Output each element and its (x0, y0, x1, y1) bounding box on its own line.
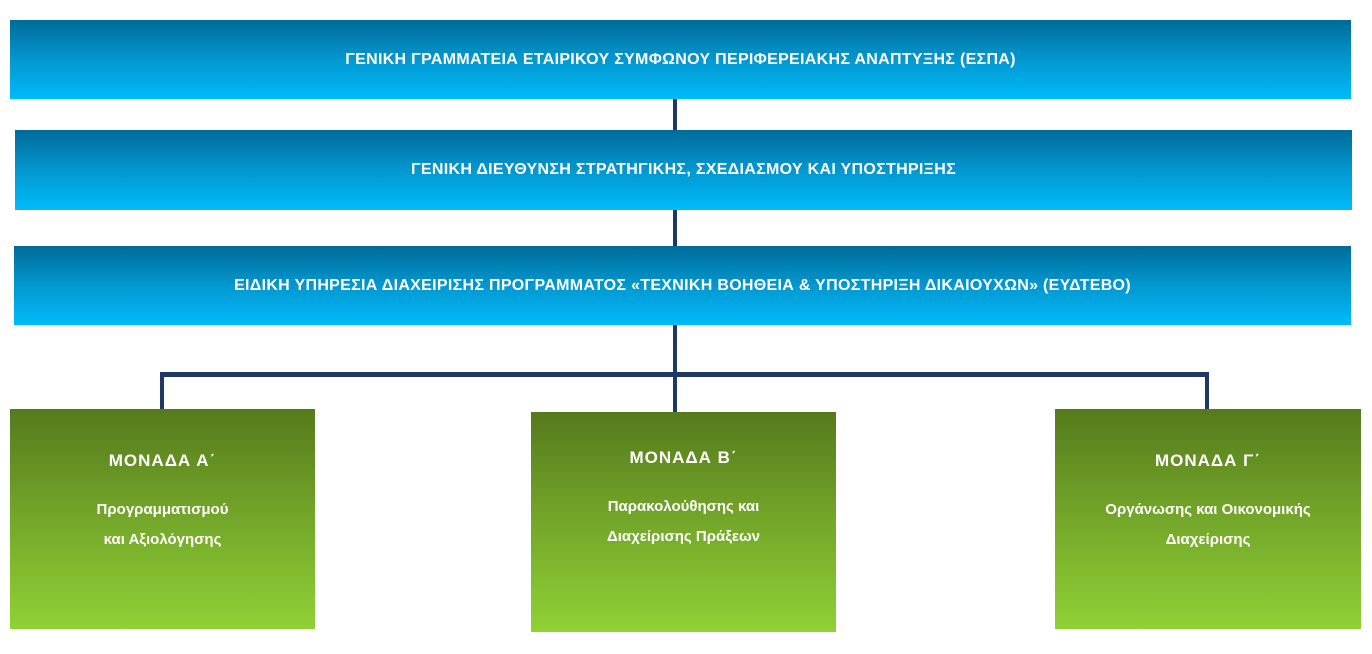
unit-description: Παρακολούθησης και Διαχείρισης Πράξεων (607, 492, 760, 552)
org-box-label: ΓΕΝΙΚΗ ΓΡΑΜΜΑΤΕΙΑ ΕΤΑΙΡΙΚΟΥ ΣΥΜΦΩΝΟΥ ΠΕΡ… (345, 50, 1016, 68)
unit-box-a: ΜΟΝΑΔΑ Α΄ Προγραμματισμού και Αξιολόγηση… (10, 409, 315, 629)
unit-desc-line: Διαχείρισης Πράξεων (606, 528, 761, 545)
org-box-label: ΕΙΔΙΚΗ ΥΠΗΡΕΣΙΑ ΔΙΑΧΕΙΡΙΣΗΣ ΠΡΟΓΡΑΜΜΑΤΟΣ… (234, 276, 1131, 294)
unit-desc-line: και Αξιολόγησης (103, 531, 222, 548)
connector-unit-c (1205, 372, 1209, 409)
unit-box-c: ΜΟΝΑΔΑ Γ΄ Οργάνωσης και Οικονομικής Διαχ… (1055, 409, 1361, 629)
unit-title: ΜΟΝΑΔΑ Α΄ (108, 451, 217, 470)
connector-level1-level2 (673, 99, 677, 130)
unit-desc-line: Προγραμματισμού (96, 501, 229, 518)
org-box-special-service: ΕΙΔΙΚΗ ΥΠΗΡΕΣΙΑ ΔΙΑΧΕΙΡΙΣΗΣ ΠΡΟΓΡΑΜΜΑΤΟΣ… (14, 246, 1351, 325)
unit-title: ΜΟΝΑΔΑ Γ΄ (1154, 451, 1262, 470)
unit-title: ΜΟΝΑΔΑ Β΄ (629, 448, 738, 467)
unit-desc-line: Παρακολούθησης και (607, 498, 760, 515)
unit-box-b: ΜΟΝΑΔΑ Β΄ Παρακολούθησης και Διαχείρισης… (531, 412, 836, 632)
unit-description: Οργάνωσης και Οικονομικής Διαχείρισης (1105, 495, 1310, 555)
connector-unit-a (160, 372, 164, 409)
unit-desc-line: Οργάνωσης και Οικονομικής (1105, 501, 1311, 518)
unit-desc-line: Διαχείρισης (1165, 531, 1251, 548)
connector-level3-trunk (673, 325, 677, 412)
org-box-label: ΓΕΝΙΚΗ ΔΙΕΥΘΥΝΣΗ ΣΤΡΑΤΗΓΙΚΗΣ, ΣΧΕΔΙΑΣΜΟΥ… (410, 161, 956, 178)
org-box-general-directorate: ΓΕΝΙΚΗ ΔΙΕΥΘΥΝΣΗ ΣΤΡΑΤΗΓΙΚΗΣ, ΣΧΕΔΙΑΣΜΟΥ… (15, 130, 1352, 210)
unit-description: Προγραμματισμού και Αξιολόγησης (97, 495, 229, 555)
org-box-general-secretariat: ΓΕΝΙΚΗ ΓΡΑΜΜΑΤΕΙΑ ΕΤΑΙΡΙΚΟΥ ΣΥΜΦΩΝΟΥ ΠΕΡ… (10, 20, 1351, 99)
connector-level2-level3 (673, 210, 677, 246)
connector-horizontal-bus (160, 372, 1209, 377)
